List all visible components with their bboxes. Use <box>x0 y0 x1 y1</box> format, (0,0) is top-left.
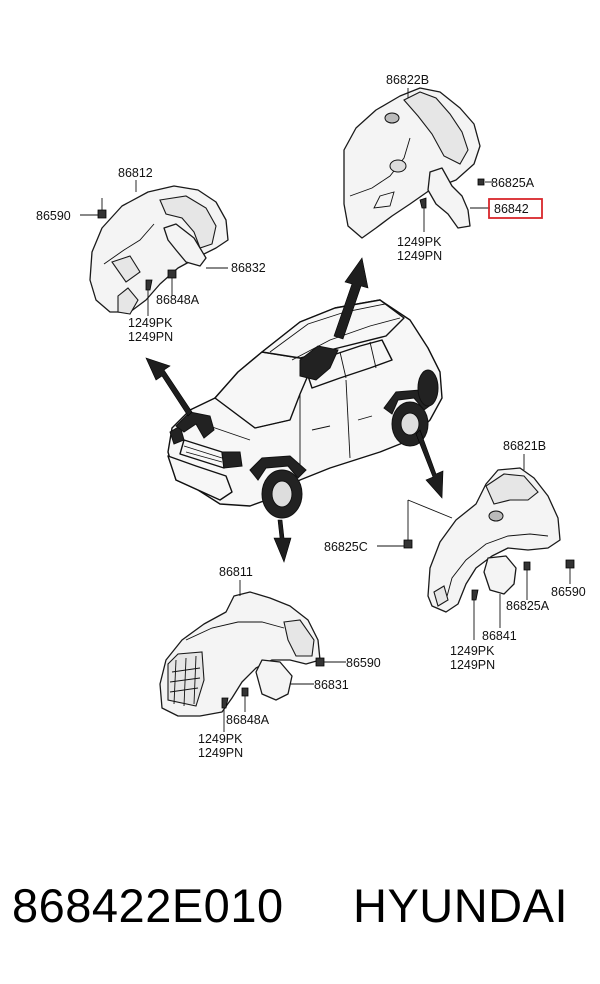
label-fr-lh-bolt-pn: 1249PN <box>128 330 173 344</box>
arrow-to-rear-left <box>415 429 444 499</box>
front-rh-wheel-guard <box>159 591 321 717</box>
label-rr-rh-guard: 86822B <box>386 73 429 87</box>
fr-rh-clip-icon <box>315 657 325 667</box>
fr-lh-clip-icon <box>97 209 107 219</box>
rr-rh-screw-icon <box>477 178 485 186</box>
label-fr-lh-mudguard: 86832 <box>231 261 266 275</box>
label-fr-rh-screw: 86848A <box>226 713 270 727</box>
rear-lh-mudguard <box>483 555 517 595</box>
arrow-to-rear-right <box>333 257 369 340</box>
label-rr-lh-bolt-pn: 1249PN <box>450 658 495 672</box>
rear-rh-mudguard <box>427 167 471 229</box>
label-fr-rh-guard: 86811 <box>219 565 253 579</box>
label-rr-rh-mudguard: 86842 <box>494 202 529 216</box>
rr-rh-bolt-icon <box>419 197 427 209</box>
front-lh-mudguard <box>163 223 207 267</box>
front-lh-wheel-guard <box>89 185 229 315</box>
label-rr-lh-guard: 86821B <box>503 439 546 453</box>
label-fr-lh-screw: 86848A <box>156 293 200 307</box>
rr-lh-bolt-icon <box>471 589 479 601</box>
label-rr-lh-bolt-pk: 1249PK <box>450 644 495 658</box>
footer: 868422E010 HYUNDAI <box>0 878 600 948</box>
fr-lh-bolt-icon <box>145 279 153 291</box>
footer-brand: HYUNDAI <box>353 879 569 932</box>
label-fr-rh-mudguard: 86831 <box>314 678 349 692</box>
rr-lh-clip-c-icon <box>403 539 413 549</box>
highlight-box <box>488 198 543 219</box>
label-rr-lh-clip-c: 86825C <box>324 540 368 554</box>
vehicle-illustration <box>167 299 443 519</box>
fr-rh-bolt-icon <box>221 697 229 709</box>
rr-lh-clip-icon <box>565 559 575 569</box>
label-fr-lh-clip: 86590 <box>36 209 71 223</box>
label-fr-lh-guard: 86812 <box>118 166 153 180</box>
label-fr-rh-clip: 86590 <box>346 656 381 670</box>
label-fr-rh-bolt-pn: 1249PN <box>198 746 243 760</box>
front-rh-mudguard <box>255 659 293 701</box>
rr-lh-screw-icon <box>523 561 531 571</box>
rear-rh-wheel-guard <box>343 87 481 239</box>
fr-rh-screw-icon <box>241 687 249 697</box>
label-fr-lh-bolt-pk: 1249PK <box>128 316 173 330</box>
rear-lh-wheel-guard <box>427 467 561 613</box>
fr-lh-screw-icon <box>167 269 177 279</box>
label-rr-lh-mudguard: 86841 <box>482 629 517 643</box>
label-rr-rh-bolt-pn: 1249PN <box>397 249 442 263</box>
label-rr-lh-screw: 86825A <box>506 599 550 613</box>
arrow-to-front-left <box>145 357 193 417</box>
label-rr-rh-bolt-pk: 1249PK <box>397 235 442 249</box>
arrow-to-front-right <box>273 519 292 563</box>
label-rr-lh-clip: 86590 <box>551 585 586 599</box>
label-rr-rh-screw: 86825A <box>491 176 535 190</box>
footer-part-number: 868422E010 <box>12 879 284 932</box>
label-fr-rh-bolt-pk: 1249PK <box>198 732 243 746</box>
